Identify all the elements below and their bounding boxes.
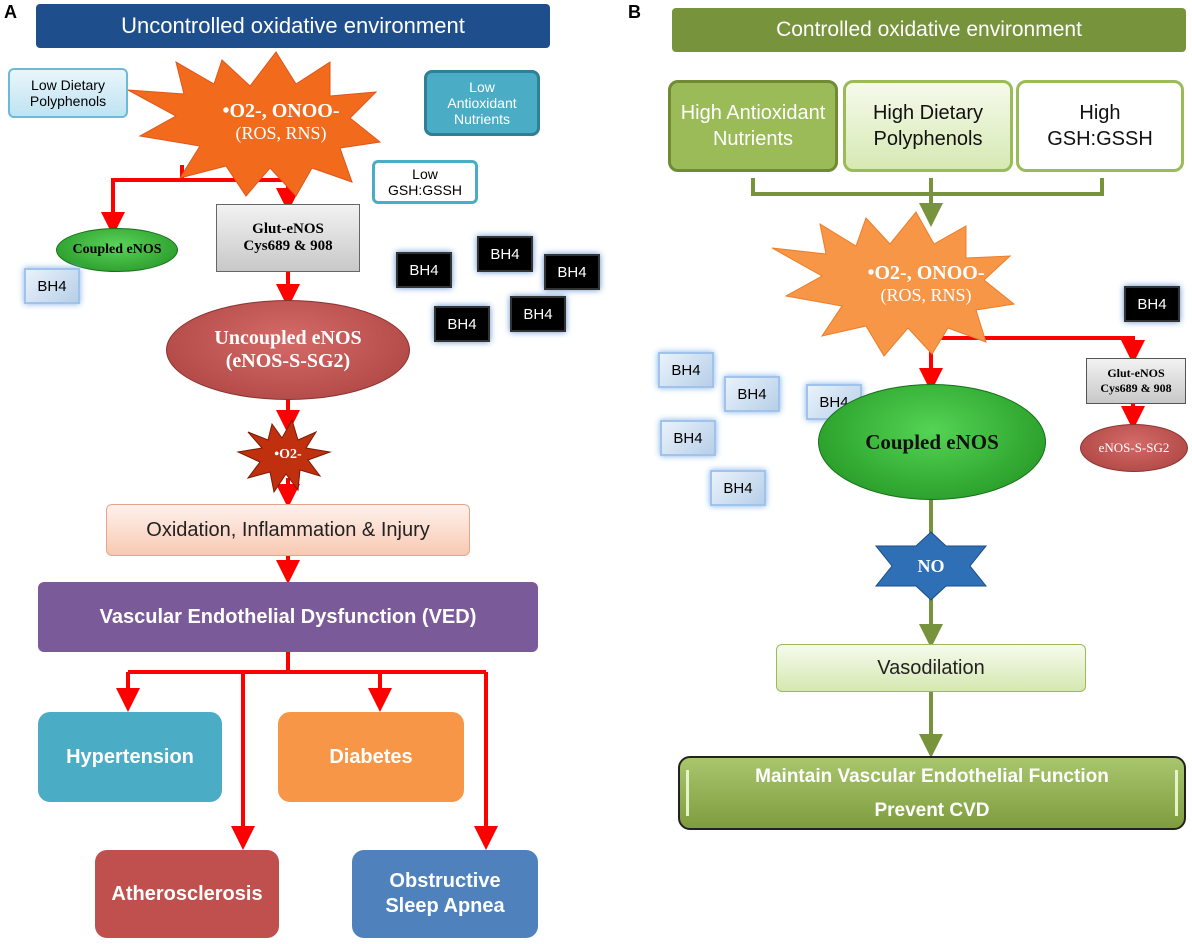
maintain-right-bar <box>1175 770 1178 816</box>
atherosclerosis-box: Atherosclerosis <box>95 850 279 938</box>
hypertension-box: Hypertension <box>38 712 222 802</box>
panel-b-burst-line1: •O2-, ONOO- <box>867 262 985 284</box>
maintain-line1: Maintain Vascular Endothelial Function <box>755 766 1109 787</box>
oxidation-box: Oxidation, Inflammation & Injury <box>106 504 470 556</box>
panel-a-burst-line2: (ROS, RNS) <box>235 123 327 143</box>
panel-a-bh4-dark-1: BH4 <box>477 236 533 272</box>
panel-a-bh4-dark-3: BH4 <box>544 254 600 290</box>
panel-a-bh4-dark-4: BH4 <box>510 296 566 332</box>
panel-b-bh4-light-2: BH4 <box>724 376 780 412</box>
panel-b-glut-enos-line1: Glut-eNOS <box>1107 366 1165 380</box>
panel-a-label: A <box>4 2 17 22</box>
osa-box: Obstructive Sleep Apnea <box>352 850 538 938</box>
low-gsh-box: Low GSH:GSSH <box>372 160 478 204</box>
diabetes-box: Diabetes <box>278 712 464 802</box>
panel-b-glut-enos-line2: Cys689 & 908 <box>1100 381 1172 395</box>
panel-a-bh4-light: BH4 <box>24 268 80 304</box>
panel-a-title: Uncontrolled oxidative environment <box>36 4 550 48</box>
panel-b-bh4-light-5: BH4 <box>710 470 766 506</box>
panel-b-bh4-dark: BH4 <box>1124 286 1180 322</box>
enos-ssg: eNOS-S-SG2 <box>1080 424 1188 472</box>
maintain-line2: Prevent CVD <box>874 800 990 821</box>
high-gsh-box: High GSH:GSSH <box>1016 80 1184 172</box>
low-polyphenols-box: Low Dietary Polyphenols <box>8 68 128 118</box>
low-antioxidants-box: Low Antioxidant Nutrients <box>424 70 540 136</box>
ved-box: Vascular Endothelial Dysfunction (VED) <box>38 582 538 652</box>
no-label: NO <box>917 555 945 576</box>
panel-a-burst-label: •O2-, ONOO- (ROS, RNS) <box>196 92 366 152</box>
panel-a-bh4-dark-2: BH4 <box>396 252 452 288</box>
panel-a-glut-enos: Glut-eNOS Cys689 & 908 <box>216 204 360 272</box>
panel-a-glut-enos-line1: Glut-eNOS <box>252 221 324 237</box>
high-antioxidants-box: High Antioxidant Nutrients <box>668 80 838 172</box>
uncoupled-enos-line1: Uncoupled eNOS <box>214 327 362 349</box>
high-polyphenols-box: High Dietary Polyphenols <box>843 80 1013 172</box>
panel-a-coupled-enos: Coupled eNOS <box>56 228 178 272</box>
vasodilation-box: Vasodilation <box>776 644 1086 692</box>
superoxide-label: •O2- <box>274 447 302 462</box>
panel-b-burst-line2: (ROS, RNS) <box>880 285 972 305</box>
panel-b-bh4-light-1: BH4 <box>658 352 714 388</box>
uncoupled-enos: Uncoupled eNOS (eNOS-S-SG2) <box>166 300 410 400</box>
panel-b-burst-label: •O2-, ONOO- (ROS, RNS) <box>836 254 1016 314</box>
maintain-function-box: Maintain Vascular Endothelial Function P… <box>678 756 1186 830</box>
panel-a-bh4-dark-5: BH4 <box>434 306 490 342</box>
panel-b-glut-enos: Glut-eNOS Cys689 & 908 <box>1086 358 1186 404</box>
panel-b-bh4-light-4: BH4 <box>660 420 716 456</box>
uncoupled-enos-line2: (eNOS-S-SG2) <box>225 350 351 372</box>
panel-b-label: B <box>628 2 641 22</box>
panel-a-burst-line1: •O2-, ONOO- <box>222 100 340 122</box>
maintain-left-bar <box>686 770 689 816</box>
panel-b-title: Controlled oxidative environment <box>672 8 1186 52</box>
panel-b-coupled-enos: Coupled eNOS <box>818 384 1046 500</box>
panel-a-glut-enos-line2: Cys689 & 908 <box>243 238 333 254</box>
